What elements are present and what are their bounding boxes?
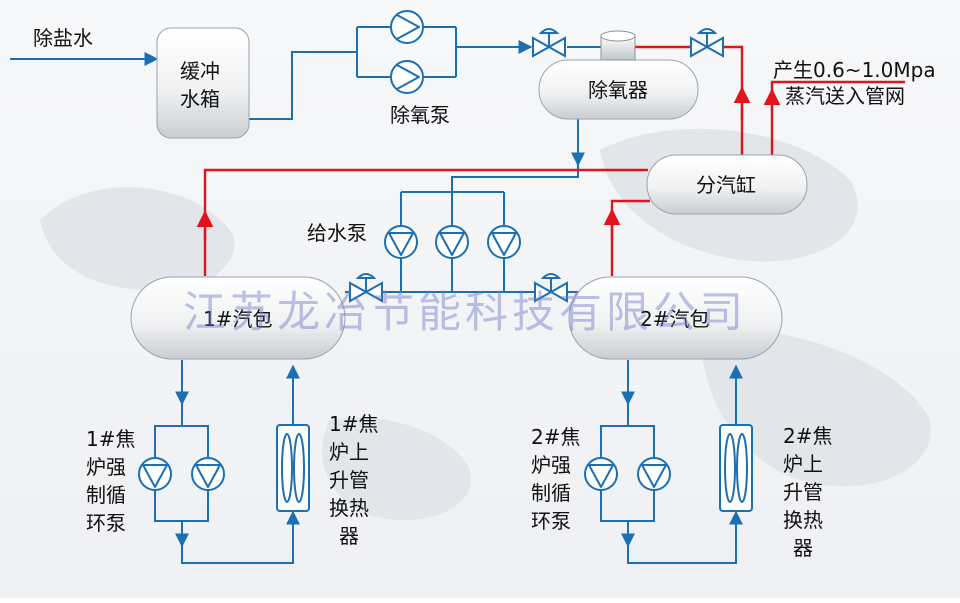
hx-1-label-line: 炉上: [329, 440, 369, 464]
drum-1-vessel: 1#汽包: [130, 276, 346, 360]
feed-pump-3: [487, 225, 521, 259]
circ-pump-2b: [637, 457, 671, 491]
hx-1-label: 1#焦 炉上 升管 换热 器: [329, 412, 378, 548]
buffer-to-pump-pipe: [249, 51, 357, 120]
demin-water-label: 除盐水: [33, 26, 93, 50]
deaerator-label: 除氧器: [588, 78, 648, 102]
drum2-return-line: [627, 520, 737, 564]
buffer-tank-label-1: 缓冲: [180, 59, 220, 83]
circ-pump-1-label-line: 1#焦: [86, 427, 135, 451]
feed-pump-1: [384, 225, 418, 259]
hx-1-label-line: 器: [339, 524, 359, 548]
circ-pump-2-label: 2#焦 炉强 制循 环泵: [531, 425, 580, 533]
hx-1-label-line: 换热: [329, 496, 369, 520]
steam-header-label: 分汽缸: [696, 173, 756, 197]
feed-pump-label: 给水泵: [307, 221, 367, 245]
drum1-feed-valve: [349, 273, 383, 303]
drum2-steam-line: [610, 199, 650, 276]
circ-pump-1b: [191, 457, 225, 491]
drum1-pump-loop: [154, 404, 209, 522]
steam-export-line: [770, 80, 905, 155]
buffer-tank: 缓冲 水箱: [156, 27, 250, 139]
drum2-feed-valve: [534, 273, 568, 303]
drum1-return-line: [181, 520, 294, 564]
steam-piping: [196, 45, 905, 276]
circ-pump-2-label-line: 制循: [531, 481, 571, 505]
steam-valve: [690, 28, 724, 58]
deaerator-head: [600, 30, 636, 61]
drum-2-vessel: 2#汽包: [568, 276, 783, 360]
deaerator-inlet-valve: [532, 28, 566, 58]
drum-2-label: 2#汽包: [640, 307, 709, 331]
feed-pump-2: [435, 225, 469, 259]
hx-2-label-line: 炉上: [783, 452, 823, 476]
steam-header-vessel: 分汽缸: [646, 154, 808, 215]
circ-pump-1-label-line: 制循: [86, 483, 126, 507]
deaerator-vessel: 除氧器: [538, 30, 699, 120]
company-watermark: 江苏龙冶节能科技有限公司: [183, 288, 747, 338]
hx-1-label-line: 1#焦: [329, 412, 378, 436]
hx-2-label-line: 2#焦: [783, 424, 832, 448]
drum-1-label: 1#汽包: [203, 307, 272, 331]
hx-2-label: 2#焦 炉上 升管 换热 器: [783, 424, 832, 560]
deaerator-pump-1: [390, 10, 424, 44]
drum1-steam-line: [203, 168, 648, 276]
hx-2-label-line: 器: [793, 536, 813, 560]
output-label-line-1: 产生0.6~1.0Mpa: [773, 58, 936, 82]
circ-pump-2-label-line: 2#焦: [531, 425, 580, 449]
heat-exchanger-2: [719, 424, 753, 512]
circ-pump-1-label: 1#焦 炉强 制循 环泵: [86, 427, 135, 535]
circ-pump-2-label-line: 环泵: [531, 509, 571, 533]
hx-1-label-line: 升管: [329, 468, 369, 492]
circ-pump-1-label-line: 环泵: [86, 511, 126, 535]
buffer-tank-label-2: 水箱: [180, 87, 220, 111]
circ-pump-2-label-line: 炉强: [531, 453, 571, 477]
drum2-pump-loop: [600, 404, 655, 522]
circ-pump-1a: [138, 457, 172, 491]
deaerator-pump-label: 除氧泵: [390, 103, 450, 127]
circ-pump-1-label-line: 炉强: [86, 455, 126, 479]
circ-pump-2a: [584, 457, 618, 491]
hx-2-label-line: 换热: [783, 508, 823, 532]
heat-exchanger-1: [276, 424, 310, 512]
hx-2-label-line: 升管: [783, 480, 823, 504]
output-label-line-2: 蒸汽送入管网: [785, 84, 905, 108]
deaerator-pump-2: [390, 60, 424, 94]
